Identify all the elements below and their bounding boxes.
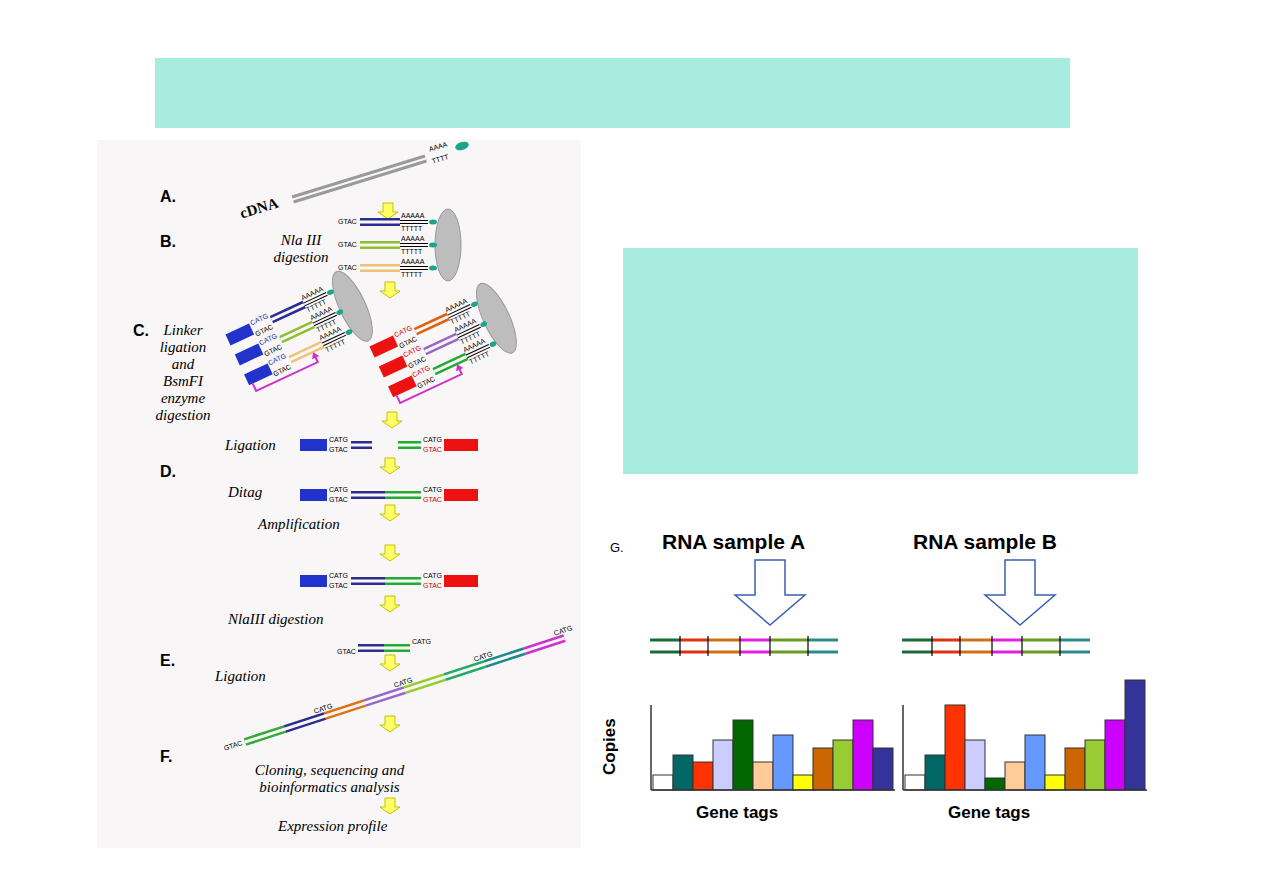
step-label: Amplification [258, 516, 340, 533]
sequence-label: AAAAA [401, 235, 424, 242]
axis-label: Gene tags [696, 803, 778, 823]
sequence-label: CATG [393, 677, 413, 690]
sequence-label: CATG [423, 486, 442, 493]
step-label: Linker ligation and BsmFI enzyme digesti… [150, 322, 216, 424]
sequence-label: GTAC [272, 363, 292, 377]
step-letter: D. [160, 463, 176, 481]
sequence-label: TTTT [431, 153, 449, 165]
bar-chart [905, 680, 1145, 790]
sequence-label: AAAA [428, 141, 448, 153]
panel-letter: G. [610, 541, 624, 556]
sequence-label: CATG [329, 486, 348, 493]
process-arrow [985, 560, 1055, 625]
tag-ligation [300, 439, 478, 451]
sequence-label: GTAC [423, 446, 442, 453]
figure-panel [97, 140, 581, 848]
step-label: Ligation [225, 437, 276, 454]
step-letter: B. [160, 233, 176, 251]
sequence-label: GTAC [223, 740, 243, 753]
sample-heading: RNA sample A [662, 530, 805, 554]
sequence-label: TTTTT [401, 248, 422, 255]
sequence-label: TTTTT [324, 338, 346, 353]
bead-fragments [360, 209, 461, 281]
step-label: Nla III digestion [262, 232, 340, 266]
sequence-label: GTAC [338, 218, 357, 225]
chart-axis [651, 705, 1147, 790]
linker-group [221, 266, 380, 394]
sequence-label: CATG [423, 572, 442, 579]
tag-strand [902, 636, 1090, 656]
sequence-label: TTTTT [401, 225, 422, 232]
sequence-label: AAAAA [401, 212, 424, 219]
sequence-label: GTAC [416, 375, 436, 389]
sequence-label: CATG [423, 436, 442, 443]
sample-heading: RNA sample B [913, 530, 1057, 554]
sequence-label: CATG [329, 572, 348, 579]
axis-label: Gene tags [948, 803, 1030, 823]
title-bar [155, 58, 1070, 128]
sequence-label: TTTTT [468, 350, 490, 365]
concatemer [244, 634, 566, 745]
text-panel [623, 248, 1138, 474]
sequence-label: GTAC [329, 582, 348, 589]
ditag [300, 489, 478, 501]
sequence-label: GTAC [337, 648, 356, 655]
sequence-label: CATG [473, 651, 493, 664]
step-label: Ditag [228, 484, 262, 501]
sequence-label: GTAC [423, 582, 442, 589]
sequence-label: CATG [329, 436, 348, 443]
sequence-label: CATG [553, 625, 573, 638]
ditag [300, 575, 478, 587]
step-label: NlaIII digestion [228, 611, 323, 628]
sequence-label: GTAC [338, 264, 357, 271]
step-arrows [378, 203, 402, 814]
tag-strand [650, 636, 838, 656]
sequence-label: GTAC [329, 496, 348, 503]
step-label: Cloning, sequencing and bioinformatics a… [242, 762, 417, 796]
step-letter: C. [133, 322, 149, 340]
sequence-label: GTAC [329, 446, 348, 453]
sequence-label: GTAC [338, 241, 357, 248]
sequence-label: AAAAA [401, 258, 424, 265]
bar-chart [653, 720, 893, 790]
step-label: Ligation [215, 668, 266, 685]
step-letter: F. [160, 748, 172, 766]
sequence-label: TTTTT [401, 271, 422, 278]
step-letter: E. [160, 652, 175, 670]
axis-label: Copies [600, 718, 620, 775]
process-arrow [735, 560, 805, 625]
step-letter: A. [160, 188, 176, 206]
cdna-strand [292, 140, 470, 202]
step-label: Expression profile [278, 818, 387, 835]
sequence-label: CATG [412, 638, 431, 645]
molecule-label: cDNA [238, 195, 280, 223]
ditag [358, 644, 410, 652]
sequence-label: GTAC [423, 496, 442, 503]
sequence-label: CATG [313, 703, 333, 716]
linker-group [365, 278, 524, 406]
